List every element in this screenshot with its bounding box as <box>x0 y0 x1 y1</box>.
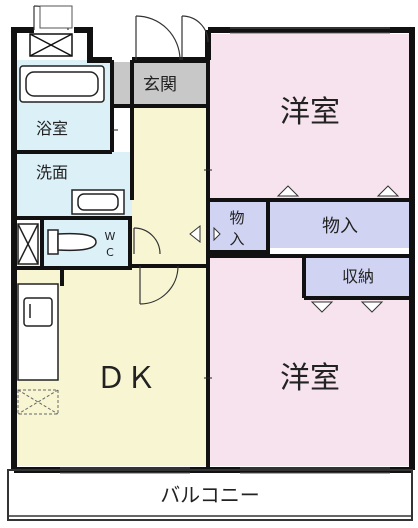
entrance-label: 玄関 <box>143 75 177 95</box>
wc-label-1: W <box>105 230 116 243</box>
western-room-bottom-label: 洋室 <box>280 361 340 396</box>
closet-large-label: 物入 <box>322 216 358 237</box>
washbasin-icon <box>71 189 125 215</box>
laundry-pan-icon <box>17 223 39 265</box>
refrigerator-space-icon <box>17 389 59 415</box>
washroom-label: 洗面 <box>36 163 68 182</box>
divider-ticks <box>112 129 212 379</box>
shoe-cabinet-icon <box>29 33 73 57</box>
top-door-icon <box>33 5 73 31</box>
western-room-top-label: 洋室 <box>280 95 340 130</box>
interior-walls <box>14 30 412 470</box>
toilet-icon <box>47 229 97 255</box>
entrance-area <box>112 62 208 106</box>
storage-area <box>304 256 410 296</box>
balcony-outline <box>7 469 413 521</box>
closet-small-label-1: 物 <box>229 209 244 227</box>
bathroom-label: 浴室 <box>36 119 68 138</box>
western-room-top-area <box>208 34 410 198</box>
dk-label: ＤＫ <box>96 361 156 396</box>
wc-label-2: C <box>106 246 114 259</box>
dk-door-icon <box>133 227 179 305</box>
entrance-door-icon <box>135 15 209 61</box>
corridor-area <box>132 106 208 266</box>
closet-large-area <box>270 202 410 248</box>
windows <box>60 27 390 474</box>
storage-label: 収納 <box>342 267 374 286</box>
closet-door-marks <box>189 185 400 313</box>
balcony-label: バルコニー <box>160 483 260 507</box>
balcony-area <box>8 470 412 520</box>
closet-small-area <box>208 202 266 252</box>
kitchen-counter-icon <box>17 283 59 381</box>
closet-small-label-2: 入 <box>229 230 244 248</box>
bathtub-icon <box>19 65 105 103</box>
